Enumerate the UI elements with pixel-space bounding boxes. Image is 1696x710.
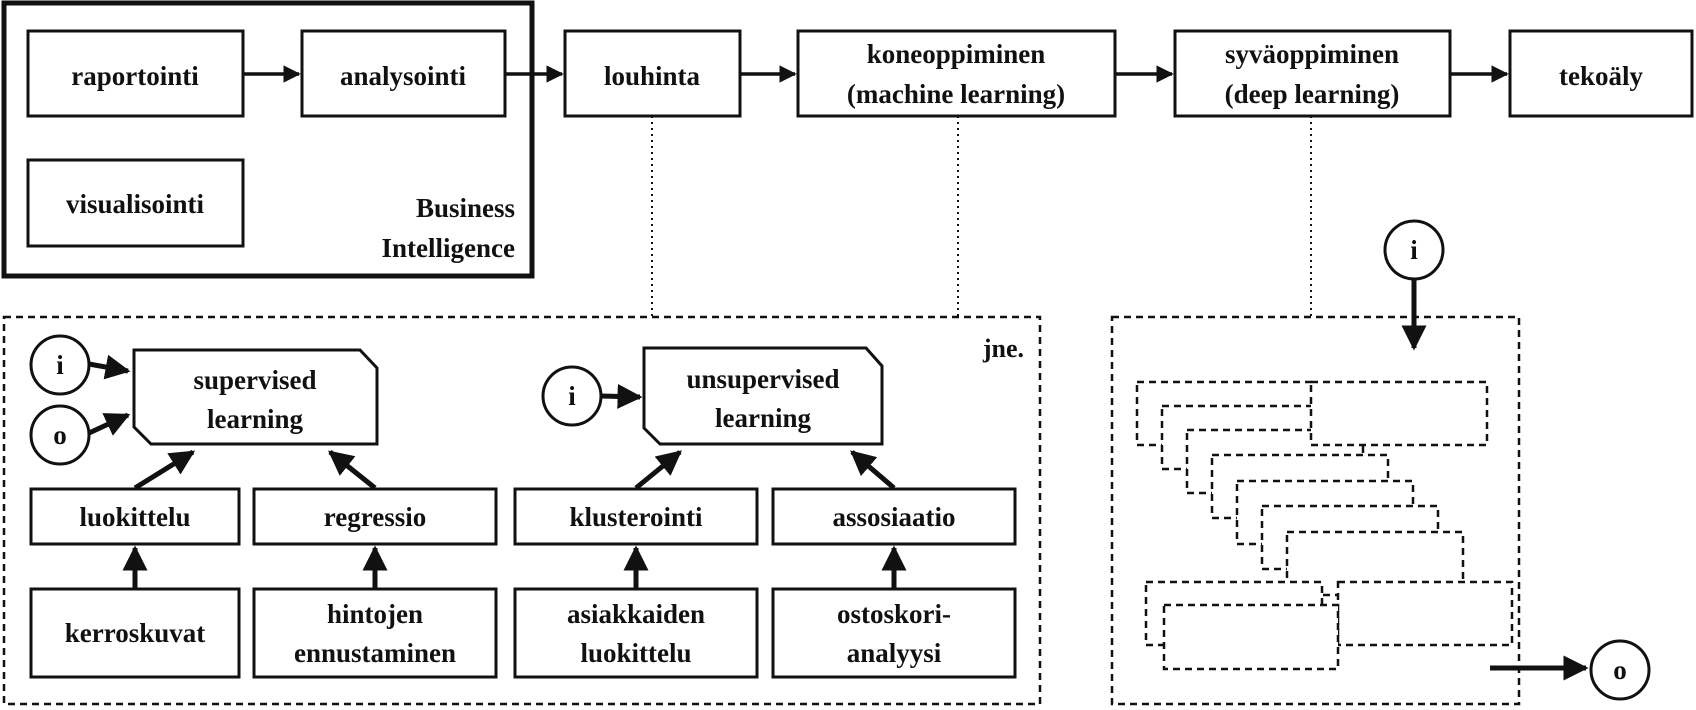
asiakkaiden-luokittelu-node: asiakkaiden luokittelu bbox=[513, 587, 759, 679]
arrow-assosiaatio-unsupervised bbox=[850, 450, 896, 490]
louhinta-label: louhinta bbox=[604, 61, 701, 91]
ml-input-label-1: i bbox=[56, 350, 64, 380]
kerroskuvat-node: kerroskuvat bbox=[29, 587, 241, 679]
regressio-label: regressio bbox=[324, 502, 426, 532]
assosiaatio-label: assosiaatio bbox=[832, 502, 955, 532]
asiakkaiden-label-line1: asiakkaiden bbox=[567, 599, 705, 629]
klusterointi-label: klusterointi bbox=[569, 502, 703, 532]
asiakkaiden-label-line2: luokittelu bbox=[580, 638, 691, 668]
koneoppiminen-label-line1: koneoppiminen bbox=[867, 39, 1046, 69]
raportointi-label: raportointi bbox=[71, 61, 199, 91]
bi-label-line2: Intelligence bbox=[382, 233, 515, 263]
dl-panel bbox=[1110, 315, 1521, 706]
assosiaatio-node: assosiaatio bbox=[771, 487, 1017, 546]
dl-output-label: o bbox=[1613, 655, 1627, 685]
ml-output-circle: o bbox=[29, 404, 91, 466]
unsupervised-label-line1: unsupervised bbox=[686, 364, 839, 394]
luokittelu-node: luokittelu bbox=[29, 487, 241, 546]
tekoaly-label: tekoäly bbox=[1559, 61, 1643, 91]
kerroskuvat-label: kerroskuvat bbox=[65, 618, 206, 648]
hintojen-label-line2: ennustaminen bbox=[294, 638, 456, 668]
supervised-label-line2: learning bbox=[207, 404, 304, 434]
raportointi-node: raportointi bbox=[26, 29, 245, 118]
koneoppiminen-label-line2: (machine learning) bbox=[847, 79, 1065, 109]
dl-layer bbox=[1309, 380, 1489, 447]
business-intelligence-group bbox=[1, 0, 535, 279]
ml-input-label-2: i bbox=[568, 381, 576, 411]
analysointi-label: analysointi bbox=[340, 61, 467, 91]
dl-input-label: i bbox=[1410, 235, 1418, 265]
bi-label-line1: Business bbox=[416, 193, 515, 223]
arrow-output-supervised bbox=[87, 412, 131, 436]
hintojen-label-line1: hintojen bbox=[327, 599, 423, 629]
hintojen-ennustaminen-node: hintojen ennustaminen bbox=[252, 587, 498, 679]
arrow-klusterointi-unsupervised bbox=[634, 450, 682, 490]
ostoskori-analyysi-node: ostoskori- analyysi bbox=[771, 587, 1017, 679]
arrow-input-unsupervised bbox=[600, 383, 643, 409]
unsupervised-learning-node: unsupervised learning bbox=[642, 346, 884, 446]
dl-output-circle: o bbox=[1589, 639, 1651, 701]
syvaoppiminen-node: syväoppiminen (deep learning) bbox=[1173, 29, 1452, 118]
arrow-luokittelu-supervised bbox=[133, 449, 196, 491]
visualisointi-node: visualisointi bbox=[26, 158, 245, 248]
ml-output-label: o bbox=[53, 420, 67, 450]
ml-input-circle-1: i bbox=[29, 334, 91, 396]
arrow-regressio-supervised bbox=[328, 450, 377, 490]
syvaoppiminen-label-line1: syväoppiminen bbox=[1225, 39, 1399, 69]
luokittelu-label: luokittelu bbox=[79, 502, 190, 532]
dl-input-circle: i bbox=[1383, 219, 1445, 281]
analysointi-node: analysointi bbox=[300, 29, 507, 118]
regressio-node: regressio bbox=[252, 487, 498, 546]
dl-layer-stack bbox=[1135, 380, 1514, 671]
dl-layer bbox=[1336, 580, 1514, 647]
ml-panel bbox=[2, 315, 1042, 706]
louhinta-node: louhinta bbox=[563, 29, 742, 118]
koneoppiminen-node: koneoppiminen (machine learning) bbox=[796, 29, 1117, 118]
arrow-input-supervised bbox=[88, 354, 131, 380]
klusterointi-node: klusterointi bbox=[513, 487, 759, 546]
visualisointi-label: visualisointi bbox=[66, 189, 205, 219]
syvaoppiminen-label-line2: (deep learning) bbox=[1225, 79, 1400, 109]
unsupervised-label-line2: learning bbox=[715, 403, 812, 433]
ostoskori-label-line2: analyysi bbox=[847, 638, 942, 668]
dl-layer bbox=[1162, 603, 1340, 671]
supervised-learning-node: supervised learning bbox=[132, 348, 379, 446]
tekoaly-node: tekoäly bbox=[1508, 29, 1694, 118]
supervised-label-line1: supervised bbox=[193, 365, 316, 395]
ml-etc-label: jne. bbox=[982, 334, 1024, 363]
ml-input-circle-2: i bbox=[541, 365, 603, 427]
ostoskori-label-line1: ostoskori- bbox=[837, 599, 951, 629]
